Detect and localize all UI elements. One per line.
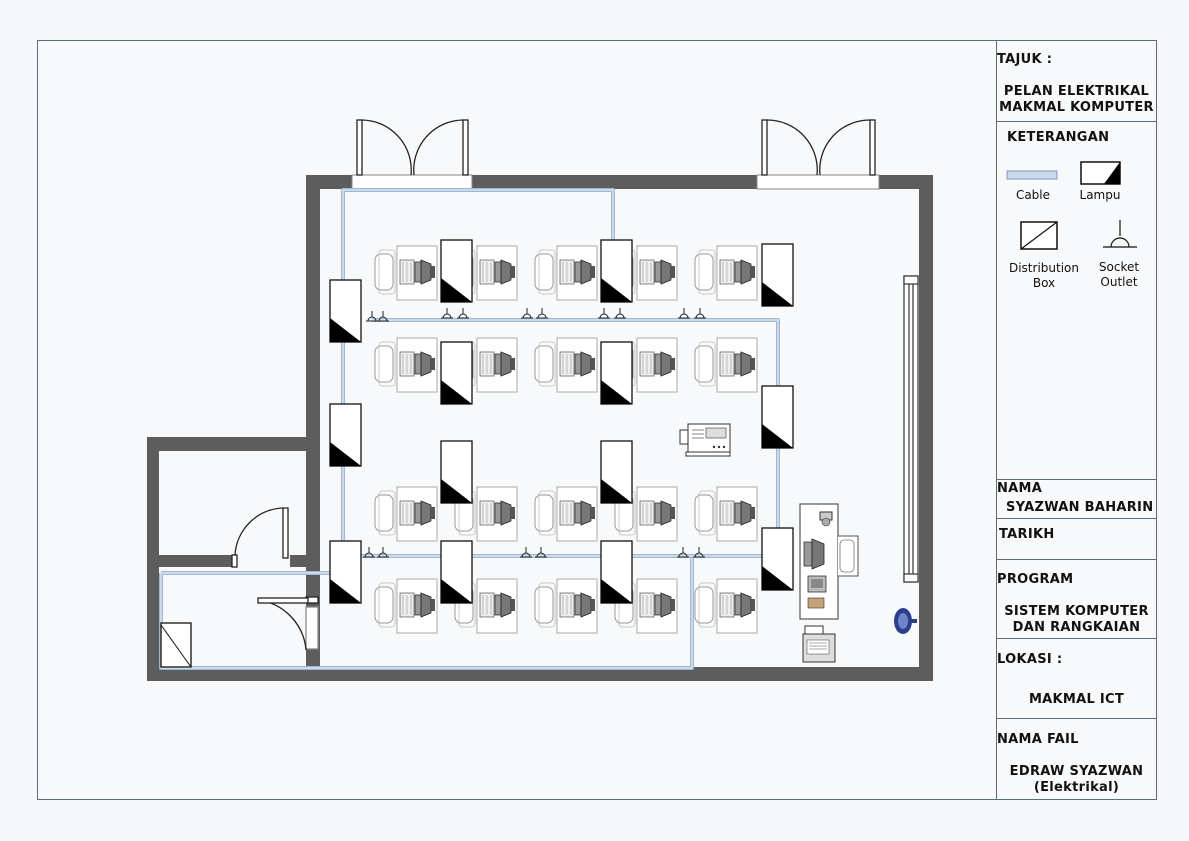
legend-icons <box>1006 161 1137 250</box>
computer-icon <box>374 337 438 393</box>
lokasi-value: MAKMAL ICT <box>1028 692 1125 707</box>
lokasi-label: LOKASI : <box>997 652 1063 667</box>
phone-icon <box>819 511 833 527</box>
socket-outlet-icon <box>535 307 549 319</box>
door-icon <box>761 119 876 176</box>
socket-outlet-icon <box>440 307 454 319</box>
title-block-divider <box>996 121 1157 122</box>
socket-outlet-icon <box>456 307 470 319</box>
lamp-icon <box>1080 161 1121 185</box>
socket-outlet-icon <box>613 307 627 319</box>
computer-icon <box>534 578 598 634</box>
socket-outlet-icon <box>520 307 534 319</box>
printer-icon <box>802 625 836 663</box>
nama-label: NAMA <box>997 481 1043 496</box>
window <box>903 275 919 583</box>
lamp-icon <box>600 540 633 604</box>
computer-icon <box>374 486 438 542</box>
legend-socket-label-2: Outlet <box>1100 275 1138 289</box>
program-line-2: DAN RANGKAIAN <box>1012 620 1141 635</box>
computer-icon <box>694 578 758 634</box>
lamp-icon <box>329 540 362 604</box>
keterangan-label: KETERANGAN <box>1007 130 1110 145</box>
fan-icon <box>894 608 917 634</box>
tajuk-label: TAJUK : <box>997 52 1053 67</box>
nama-fail-line-2: (Elektrikal) <box>1033 780 1120 795</box>
program-label: PROGRAM <box>997 572 1074 587</box>
door-icon <box>231 507 319 651</box>
lamp-icon <box>440 440 473 504</box>
fax-machine-icon <box>679 423 731 457</box>
computer-icon <box>534 486 598 542</box>
socket-outlet-icon <box>1103 220 1137 248</box>
computer-icon <box>803 538 825 570</box>
door-icon <box>356 119 469 176</box>
legend-lampu-label: Lampu <box>1079 188 1121 202</box>
lamp-icon <box>440 239 473 303</box>
computer-icon <box>374 578 438 634</box>
title-line-1: PELAN ELEKTRIKAL <box>1003 84 1150 99</box>
lamp-icon <box>600 239 633 303</box>
legend-distribution-label-1: Distribution <box>1008 261 1079 275</box>
lamp-icon <box>761 385 794 449</box>
lamp-icon <box>329 279 362 343</box>
nama-fail-line-1: EDRAW SYAZWAN <box>1009 764 1144 779</box>
computer-icon <box>374 245 438 301</box>
legend-cable-label: Cable <box>1015 188 1051 202</box>
computer-icon <box>694 245 758 301</box>
computer-icon <box>534 245 598 301</box>
lamp-icon <box>761 243 794 307</box>
computer-icon <box>694 337 758 393</box>
title-block-divider <box>996 718 1157 719</box>
nama-fail-label: NAMA FAIL <box>997 732 1079 747</box>
legend-distribution-label-2: Box <box>1032 276 1056 290</box>
title-block-divider <box>996 518 1157 519</box>
title-block-divider <box>996 479 1157 480</box>
title-block <box>996 40 1157 800</box>
nama-value: SYAZWAN BAHARIN <box>1006 500 1154 515</box>
floor-plan <box>147 119 933 681</box>
distribution-box-icon <box>1020 221 1058 250</box>
teacher-desk <box>799 503 859 620</box>
title-block-divider <box>996 559 1157 560</box>
lamp-icon <box>600 341 633 405</box>
title-line-2: MAKMAL KOMPUTER <box>999 100 1154 115</box>
title-block-divider <box>996 638 1157 639</box>
program-line-1: SISTEM KOMPUTER <box>1004 604 1149 619</box>
socket-outlet-icon <box>693 307 707 319</box>
legend-socket-label-1: Socket <box>1098 260 1140 274</box>
lamp-icon <box>440 341 473 405</box>
socket-outlet-icon <box>597 307 611 319</box>
lamp-icon <box>600 440 633 504</box>
cable-legend-icon <box>1006 170 1058 180</box>
socket-outlet-icon <box>677 307 691 319</box>
lamp-icon <box>440 540 473 604</box>
computer-icon <box>694 486 758 542</box>
tarikh-label: TARIKH <box>999 527 1055 542</box>
distribution-box-icon <box>160 622 192 668</box>
computer-icon <box>534 337 598 393</box>
lamp-icon <box>761 527 794 591</box>
lamp-icon <box>329 403 362 467</box>
